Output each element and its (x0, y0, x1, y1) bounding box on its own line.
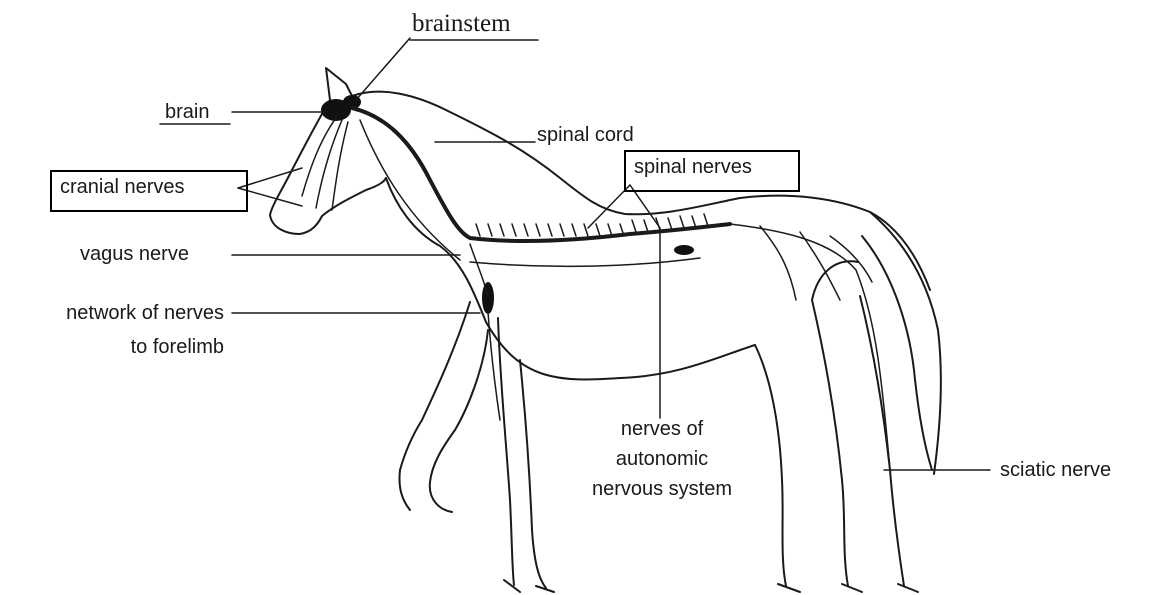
autonomic-line-1: nerves of (572, 418, 752, 440)
autonomic-line-3: nervous system (572, 478, 752, 500)
forelimb-plexus-mark (482, 282, 494, 314)
leader-lines (160, 38, 990, 470)
cranial-nerves-label: cranial nerves (50, 170, 248, 212)
spinal-cord-label: spinal cord (537, 124, 634, 146)
brain-label: brain (165, 101, 209, 123)
cranial-nerve-lines (302, 118, 348, 210)
network-of-nerves-line-1: network of nerves (0, 302, 224, 324)
autonomic-nerves-label: nerves of autonomic nervous system (572, 418, 752, 500)
vagus-nerve-label: vagus nerve (80, 243, 189, 265)
nervous-system (302, 95, 890, 470)
autonomic-line-2: autonomic (572, 448, 752, 470)
sciatic-nerve-line (730, 224, 890, 470)
network-of-nerves-line-2: to forelimb (0, 336, 224, 358)
network-of-nerves-label: network of nerves to forelimb (0, 302, 224, 358)
brainstem-label: brainstem (412, 10, 511, 38)
sciatic-nerve-label: sciatic nerve (1000, 459, 1111, 481)
spinal-nerves-label: spinal nerves (624, 150, 800, 192)
autonomic-ganglion-mark (674, 245, 694, 255)
vagus-nerve-line (360, 120, 460, 260)
horse-outline (270, 68, 941, 592)
spinal-nerve-ticks (476, 214, 708, 236)
